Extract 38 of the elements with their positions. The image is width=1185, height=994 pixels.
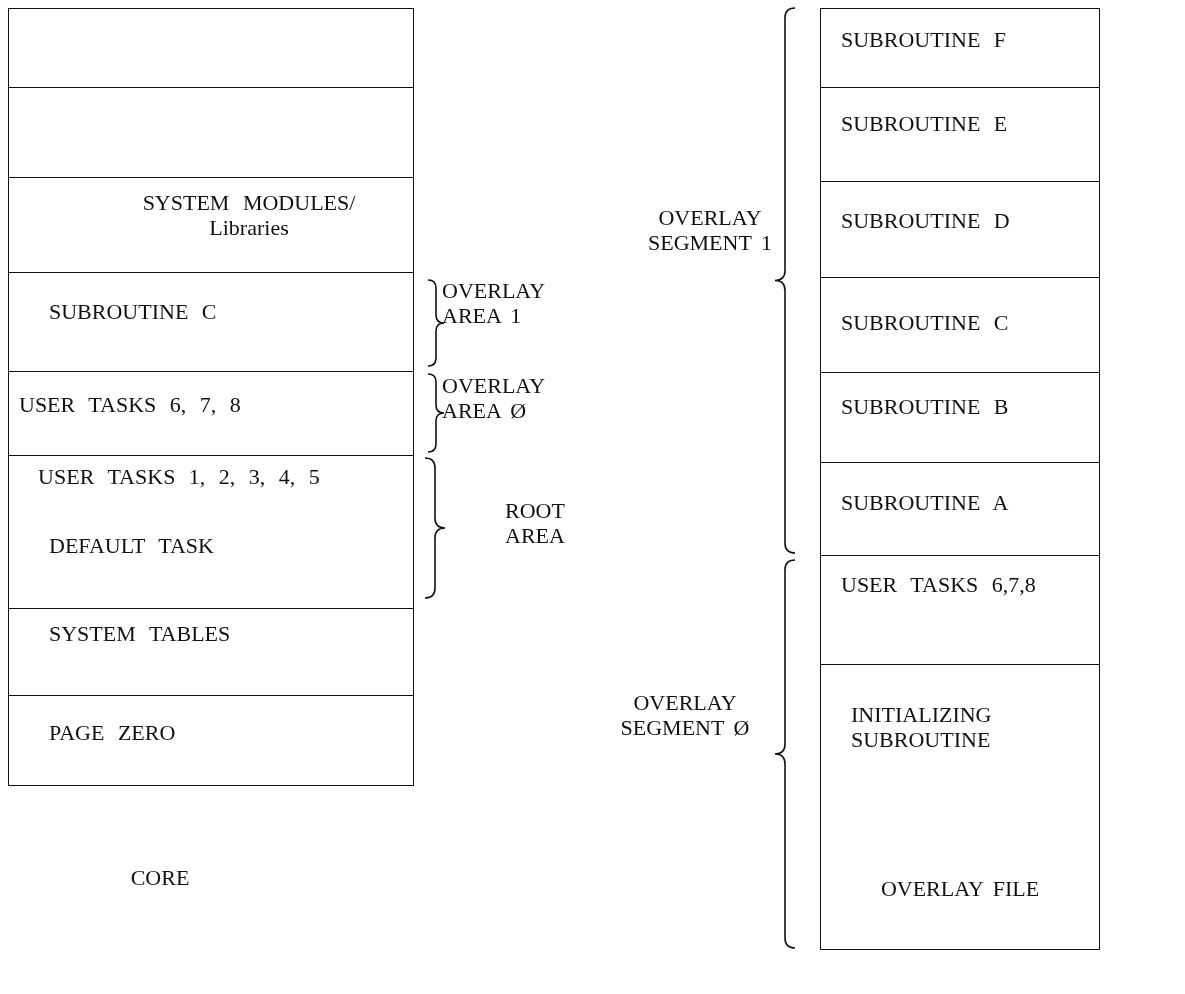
memory-block — [8, 455, 414, 609]
memory-block — [8, 371, 414, 456]
memory-block — [820, 462, 1100, 556]
block-label: SUBROUTINE C — [49, 299, 218, 325]
region-label: ROOT AREA — [504, 498, 566, 549]
block-label: USER TASKS 6,7,8 — [841, 572, 1037, 598]
block-label: SUBROUTINE D — [841, 208, 1011, 234]
memory-block — [820, 664, 1100, 950]
region-label: OVERLAY AREA Ø — [442, 373, 546, 424]
memory-block — [820, 372, 1100, 463]
block-label: SUBROUTINE E — [841, 111, 1009, 137]
region-label: OVERLAY SEGMENT Ø — [619, 690, 751, 741]
block-label: USER TASKS 6, 7, 8 — [19, 392, 242, 418]
block-label: PAGE ZERO — [49, 720, 177, 746]
block-label: DEFAULT TASK — [49, 533, 215, 559]
block-label: SUBROUTINE F — [841, 27, 1008, 53]
block-label: SUBROUTINE C — [841, 310, 1010, 336]
block-label: SUBROUTINE A — [841, 490, 1010, 516]
region-label: OVERLAY SEGMENT 1 — [647, 205, 773, 256]
caption: CORE — [129, 865, 191, 891]
memory-block — [820, 555, 1100, 665]
block-label: SYSTEM TABLES — [49, 621, 232, 647]
memory-block — [8, 272, 414, 372]
memory-block — [8, 8, 414, 88]
block-label: INITIALIZING SUBROUTINE — [851, 702, 993, 753]
memory-block — [8, 177, 414, 273]
memory-block — [820, 87, 1100, 182]
region-label: OVERLAY AREA 1 — [442, 278, 546, 329]
memory-block — [8, 87, 414, 178]
memory-block — [820, 8, 1100, 88]
block-label: USER TASKS 1, 2, 3, 4, 5 — [37, 464, 321, 490]
block-label: SUBROUTINE B — [841, 394, 1010, 420]
memory-block — [820, 181, 1100, 278]
block-label: SYSTEM MODULES/ Libraries — [141, 190, 357, 241]
memory-block — [8, 608, 414, 696]
memory-block — [820, 277, 1100, 373]
memory-block — [8, 695, 414, 786]
caption: OVERLAY FILE — [879, 876, 1041, 902]
